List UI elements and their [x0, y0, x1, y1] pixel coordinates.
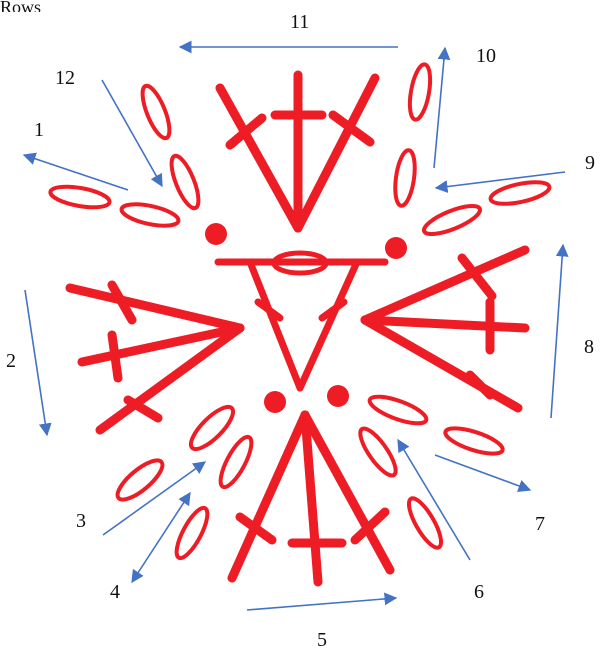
row-label-2: 2	[6, 350, 16, 372]
center-chain-oval	[271, 250, 329, 276]
arrow-1	[22, 152, 129, 191]
center-triangle	[214, 258, 389, 392]
chain-ovals	[48, 62, 552, 561]
arrow-2	[24, 289, 52, 437]
row-label-3: 3	[76, 510, 86, 532]
top-stitch-fan	[215, 70, 380, 233]
slip-stitch-dots	[205, 223, 407, 413]
row-label-1: 1	[34, 119, 44, 141]
row-label-9: 9	[585, 152, 595, 174]
row-label-7: 7	[535, 513, 545, 535]
row-label-12: 12	[55, 67, 75, 89]
row-labels: 1 2 3 4 5 6 7 8 9 10 11 12	[6, 11, 595, 651]
left-stitch-fan	[65, 280, 245, 435]
diagram-title: Rows	[0, 0, 42, 12]
right-stitch-fan	[360, 245, 530, 413]
row-label-6: 6	[474, 581, 484, 603]
arrow-7	[434, 454, 532, 493]
bottom-stitch-fan	[227, 410, 395, 587]
arrow-6	[397, 438, 471, 561]
stitch-symbols	[48, 62, 552, 587]
row-label-10: 10	[476, 45, 496, 67]
row-label-5: 5	[317, 629, 327, 651]
arrow-5	[246, 592, 398, 611]
direction-arrows	[22, 40, 569, 611]
row-label-4: 4	[110, 581, 120, 603]
arrow-12	[101, 79, 163, 188]
row-label-8: 8	[584, 336, 594, 358]
arrow-9	[434, 171, 566, 193]
arrow-10	[433, 46, 451, 169]
row-label-11: 11	[290, 11, 309, 33]
arrow-8	[550, 243, 569, 419]
arrow-4	[131, 491, 191, 584]
